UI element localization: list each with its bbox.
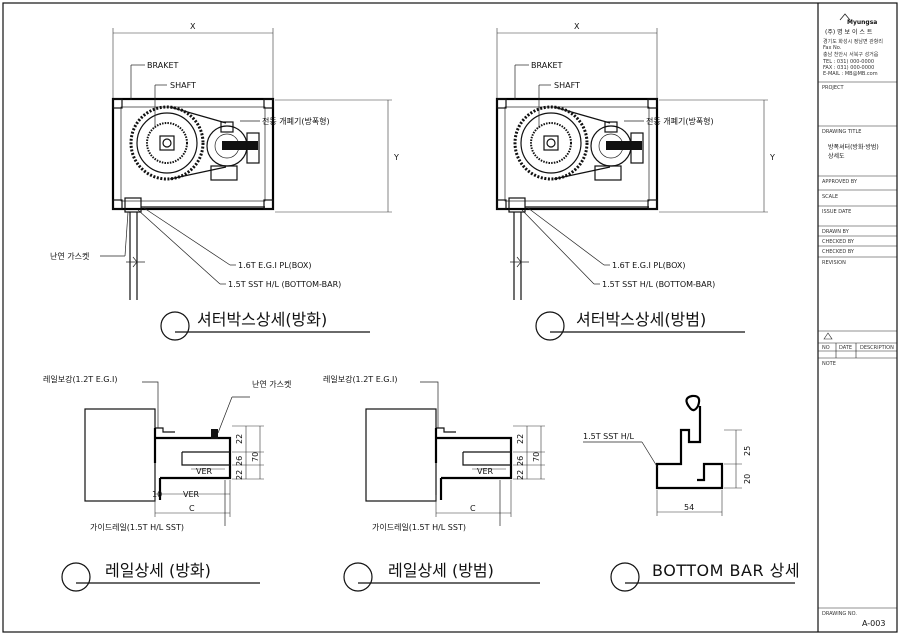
rev-col-date: DATE bbox=[839, 345, 852, 351]
rail-detail-fire: 난연 가스켓 레일보강(1.2T E.G.I) 22 26 22 70 VER … bbox=[43, 374, 291, 592]
shutter-box-crime: X Y BRAKET SHAFT 전동 개폐기(방폭형) bbox=[495, 22, 775, 341]
address-line-2: 충남 천안시 서북구 성거읍 bbox=[823, 51, 879, 58]
address-line-0: 경기도 화성시 정남면 관항리 bbox=[823, 38, 883, 45]
revision-label: REVISION bbox=[822, 260, 846, 266]
braket-label: BRAKET bbox=[531, 61, 562, 70]
company-logo: Myungsa bbox=[847, 19, 877, 26]
guide-rail bbox=[436, 436, 513, 480]
address-line-5: E-MAIL : MB@MB.com bbox=[823, 71, 878, 77]
gear-drum bbox=[513, 105, 589, 181]
dim-26: 26 bbox=[235, 456, 244, 466]
motor-label: 전동 개폐기(방폭형) bbox=[646, 116, 714, 126]
motor-shaft bbox=[222, 141, 258, 150]
reinforce-label: 레일보강(1.2T E.G.I) bbox=[43, 374, 118, 384]
dim-x-label: X bbox=[574, 22, 580, 31]
dim-22a: 22 bbox=[516, 434, 525, 444]
ver-label-1: VER bbox=[477, 467, 494, 476]
section-title: 셔터박스상세(방범) bbox=[576, 310, 706, 329]
approved-label: APPROVED BY bbox=[822, 179, 858, 185]
dim-70: 70 bbox=[251, 452, 260, 462]
reinforce-label: 레일보강(1.2T E.G.I) bbox=[323, 374, 398, 384]
shaft-label: SHAFT bbox=[554, 81, 580, 90]
drawing-title-2: 상세도 bbox=[828, 152, 845, 160]
bottom-bar-label: 1.5T SST H/L (BOTTOM-BAR) bbox=[602, 280, 715, 289]
drawing-no: A-003 bbox=[862, 619, 885, 628]
bottom-bar-hook bbox=[685, 394, 701, 412]
motor-label: 전동 개폐기(방폭형) bbox=[262, 116, 330, 126]
shutter-box-fire: X Y BRAKET SHAFT bbox=[50, 22, 399, 341]
gasket-label: 난연 가스켓 bbox=[252, 379, 291, 389]
scale-label: SCALE bbox=[822, 194, 838, 200]
ver-label-1: VER bbox=[196, 467, 213, 476]
dim-x-label: X bbox=[190, 22, 196, 31]
section-title: 레일상세 (방화) bbox=[105, 561, 211, 580]
concrete-wall bbox=[84, 408, 156, 502]
dim-54: 54 bbox=[684, 503, 694, 512]
dim-22b: 22 bbox=[516, 470, 525, 480]
dim-10: 10 bbox=[152, 490, 162, 499]
address-line-3: TEL : 031) 000-0000 bbox=[822, 59, 874, 65]
company-name: (주) 명 보 이 스 트 bbox=[825, 28, 873, 36]
drawing-no-label: DRAWING NO. bbox=[822, 611, 857, 617]
dim-y-label: Y bbox=[769, 153, 775, 162]
drawing-title-label: DRAWING TITLE bbox=[822, 129, 861, 135]
checked-by-label: CHECKED BY bbox=[822, 239, 855, 245]
dim-26: 26 bbox=[516, 456, 525, 466]
rev-col-no: NO bbox=[822, 345, 830, 351]
guide-rail-label: 가이드레일(1.5T H/L SST) bbox=[372, 522, 466, 532]
drawn-by-label: DRAWN BY bbox=[822, 229, 850, 235]
pl-box-label: 1.6T E.G.I PL(BOX) bbox=[238, 261, 312, 270]
gasket-label: 난연 가스켓 bbox=[50, 251, 89, 261]
checked-by-label-2: CHECKED BY bbox=[822, 249, 855, 255]
address-line-1: Fax No. bbox=[823, 45, 842, 51]
issue-date-label: ISSUE DATE bbox=[822, 209, 851, 215]
dim-c: C bbox=[189, 504, 195, 513]
dim-25: 25 bbox=[743, 446, 752, 456]
title-bubble bbox=[160, 311, 190, 341]
revision-triangle-icon bbox=[823, 332, 833, 340]
bottom-bar-detail: 1.5T SST H/L 25 20 54 BOTTOM BAR 상세 bbox=[583, 394, 800, 592]
rev-col-desc: DESCRIPTION bbox=[860, 345, 894, 351]
dim-y-label: Y bbox=[393, 153, 399, 162]
ver-label-2: VER bbox=[183, 490, 200, 499]
bottom-bar-profile bbox=[655, 406, 724, 490]
box-housing bbox=[495, 97, 659, 211]
concrete-wall bbox=[365, 408, 437, 502]
title-bubble bbox=[61, 562, 91, 592]
address-line-4: FAX : 031) 000-0000 bbox=[823, 65, 874, 71]
shaft-label: SHAFT bbox=[170, 81, 196, 90]
section-title: 셔터박스상세(방화) bbox=[197, 310, 327, 329]
guide-rail bbox=[155, 436, 232, 480]
section-title: 레일상세 (방범) bbox=[388, 561, 494, 580]
bottom-bar-label: 1.5T SST H/L (BOTTOM-BAR) bbox=[228, 280, 341, 289]
dim-70: 70 bbox=[532, 452, 541, 462]
dim-c: C bbox=[470, 504, 476, 513]
drawing-title-1: 방폭셔터(방화·방범) bbox=[828, 143, 879, 151]
pl-box-label: 1.6T E.G.I PL(BOX) bbox=[612, 261, 686, 270]
title-bubble bbox=[343, 562, 373, 592]
title-bubble bbox=[535, 311, 565, 341]
rail-detail-crime: 레일보강(1.2T E.G.I) 22 26 22 70 VER C 가이드레일… bbox=[323, 374, 545, 592]
project-label: PROJECT bbox=[822, 85, 845, 91]
dim-22b: 22 bbox=[235, 470, 244, 480]
gear-drum bbox=[129, 105, 205, 181]
logo-icon bbox=[839, 13, 851, 21]
braket-label: BRAKET bbox=[147, 61, 178, 70]
box-housing bbox=[111, 97, 275, 211]
note-label: NOTE bbox=[822, 361, 836, 367]
section-title: BOTTOM BAR 상세 bbox=[652, 561, 800, 580]
title-block: Myungsa (주) 명 보 이 스 트 경기도 화성시 정남면 관항리 Fa… bbox=[818, 13, 897, 628]
motor-shaft bbox=[606, 141, 642, 150]
material-label: 1.5T SST H/L bbox=[583, 432, 634, 441]
dim-20: 20 bbox=[743, 474, 752, 484]
title-bubble bbox=[610, 562, 640, 592]
guide-rail-label: 가이드레일(1.5T H/L SST) bbox=[90, 522, 184, 532]
dim-22a: 22 bbox=[235, 434, 244, 444]
